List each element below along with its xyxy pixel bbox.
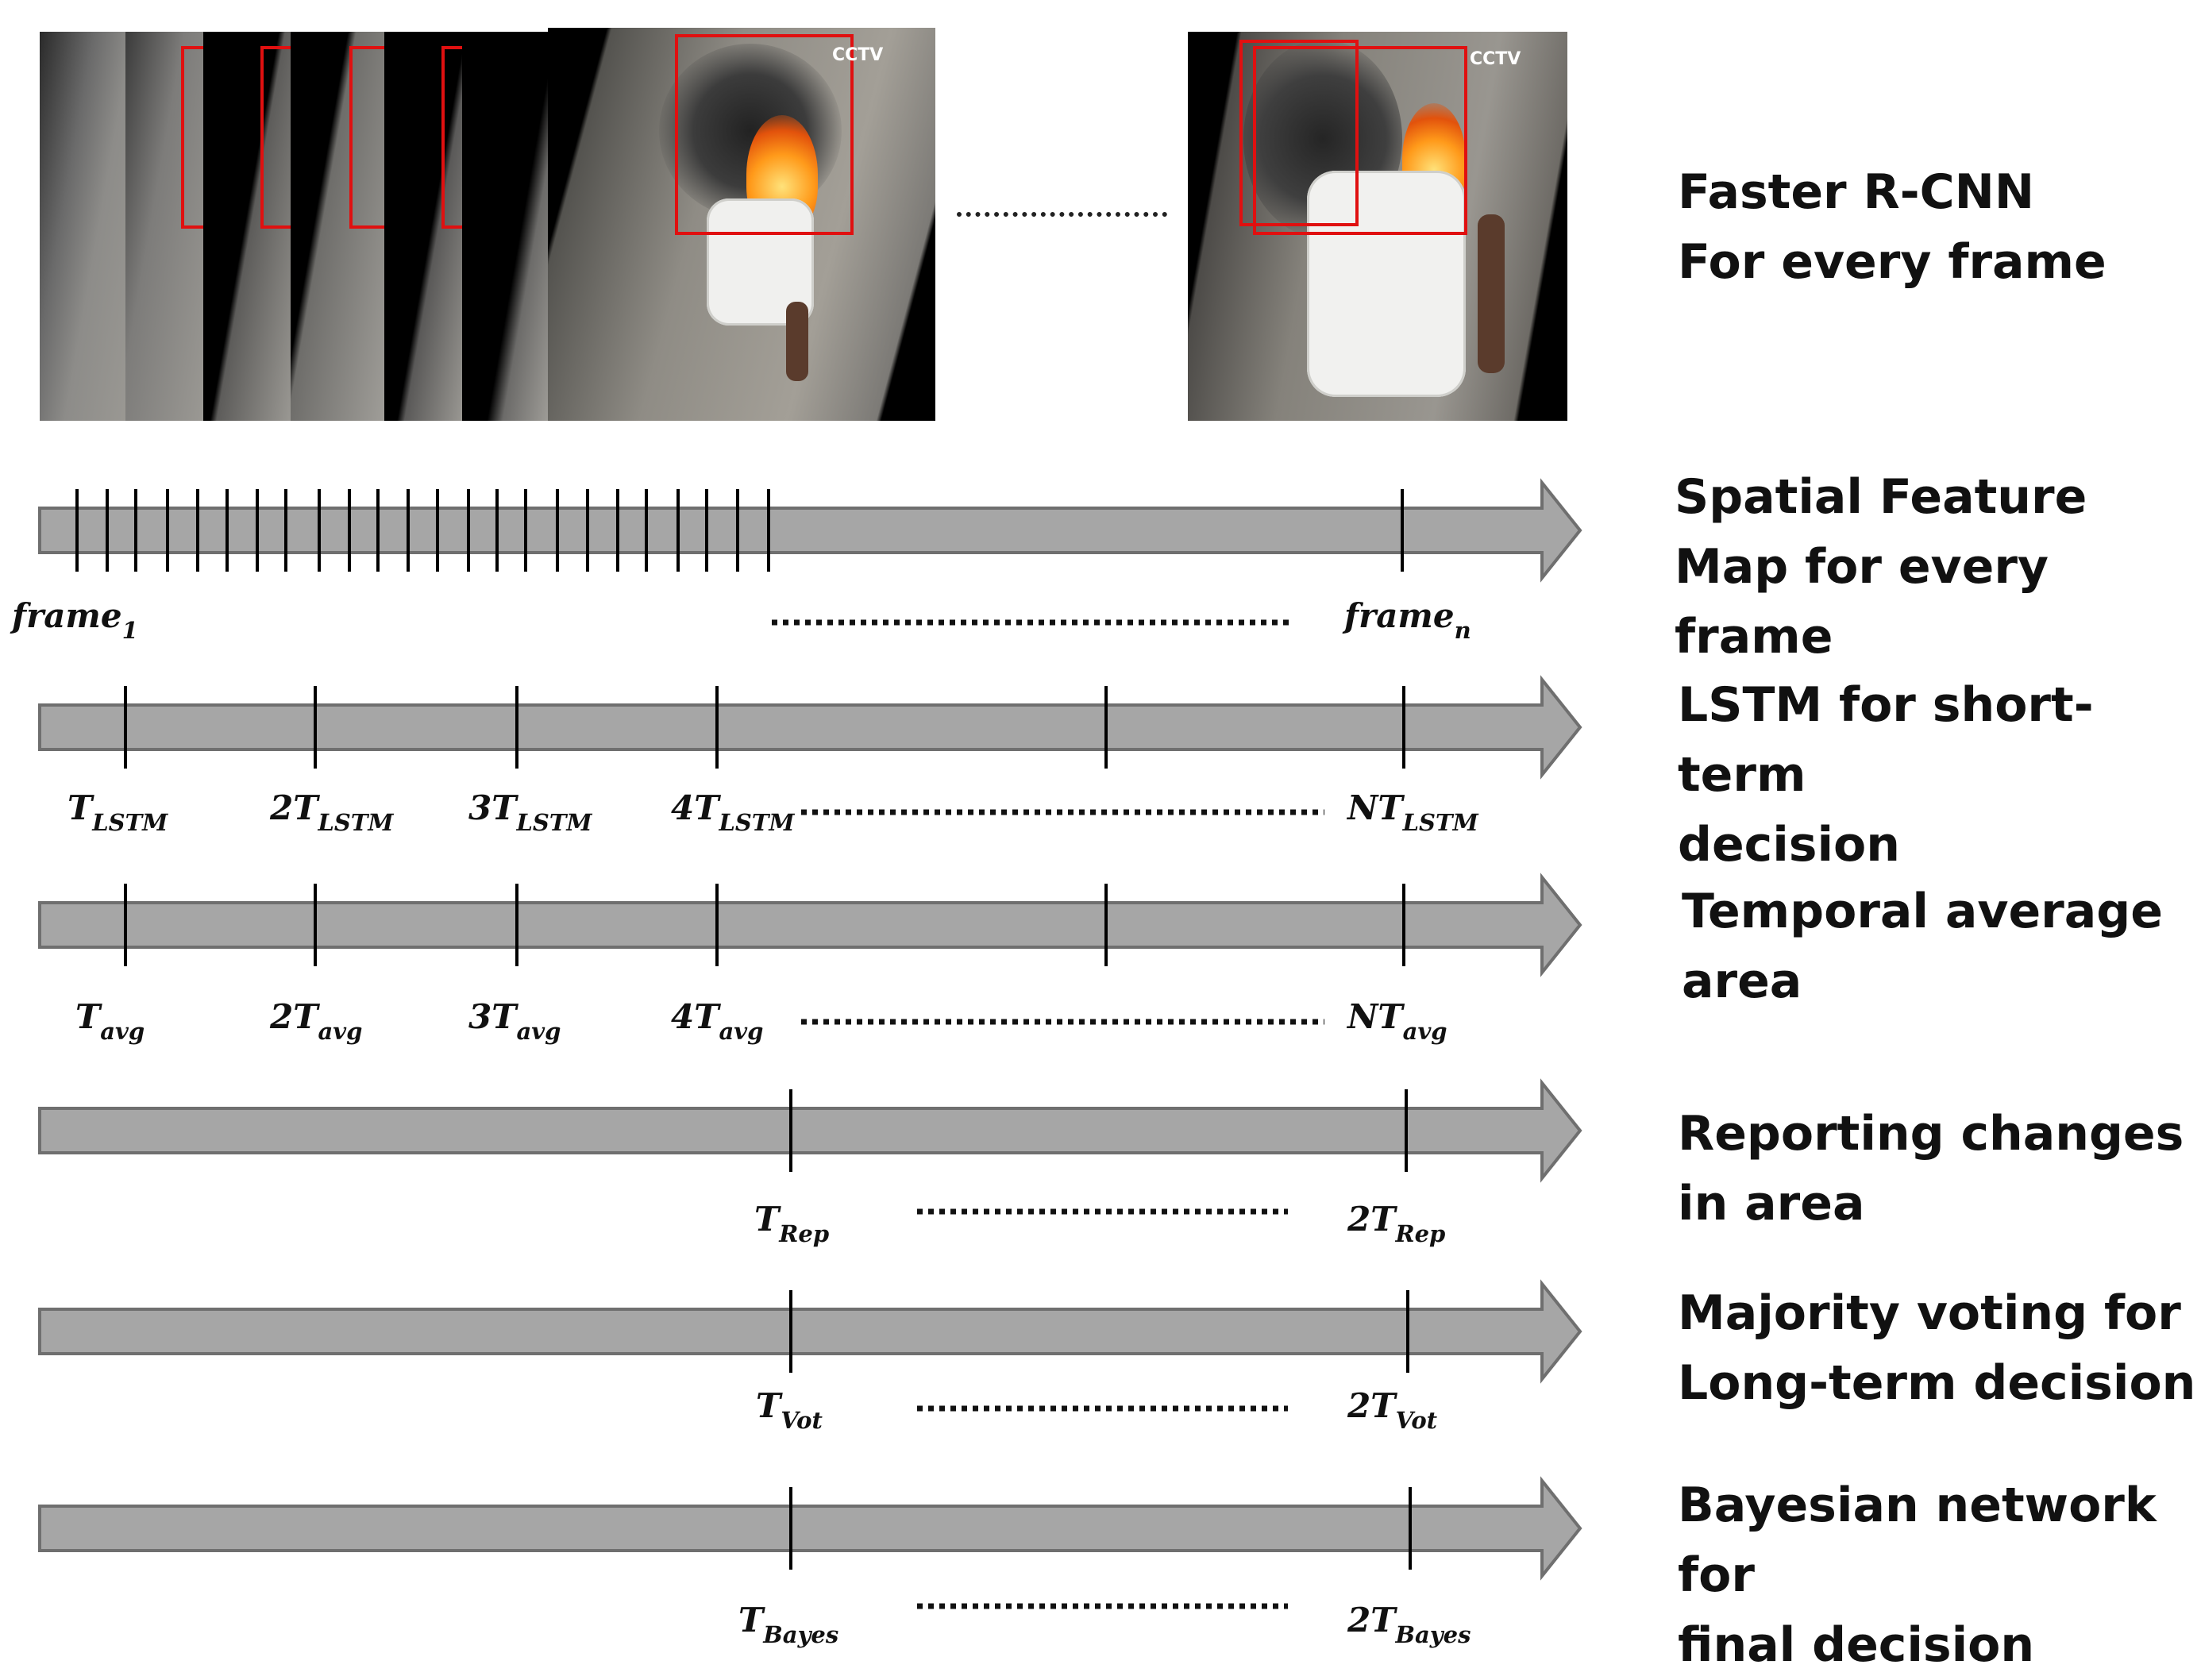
tick-label-main: NT [1346, 788, 1405, 827]
step-label-faster-rcnn: Faster R-CNN For every frame [1678, 164, 2107, 290]
tick-label: 2Tavg [269, 997, 362, 1045]
tick-label-main: T [756, 1386, 783, 1425]
detection-box [441, 46, 464, 229]
person [1478, 214, 1505, 373]
tick-label-subscript: Rep [778, 1220, 829, 1247]
detection-box [1253, 46, 1467, 235]
tick-label: NTavg [1346, 997, 1447, 1045]
tick-label: TLSTM [67, 788, 168, 836]
tick-label-main: 2T [1347, 1601, 1397, 1640]
video-frame-strip: CCTV CCTV [0, 0, 2201, 429]
tick-label-subscript: avg [100, 1018, 145, 1045]
tick-label-subscript: LSTM [317, 809, 394, 836]
tick-label: 2TRep [1347, 1200, 1445, 1247]
tick-label-main: frame [10, 596, 122, 635]
video-frame-fire: CCTV [548, 28, 935, 421]
step-label-bayesian: Bayesian network for final decision [1678, 1478, 2157, 1673]
frame-ellipsis [957, 212, 1167, 217]
tick-label: 4Tavg [671, 997, 763, 1045]
step-label-spatial-feature: Spatial Feature Map for every frame [1675, 469, 2087, 665]
detection-box [349, 46, 386, 229]
tick-label-main: 3T [468, 997, 518, 1036]
video-frame [291, 32, 386, 421]
person [786, 302, 808, 381]
tick-label: 2TBayes [1347, 1601, 1471, 1648]
tick-label-main: 2T [269, 997, 320, 1036]
cctv-logo: CCTV [1470, 49, 1521, 69]
timeline-arrow [38, 478, 1582, 583]
tick-label-main: T [67, 788, 94, 827]
detection-box [181, 46, 205, 229]
detection-box [675, 34, 854, 235]
tick-label-subscript: LSTM [91, 809, 168, 836]
tick-label-subscript: avg [1403, 1018, 1447, 1045]
detection-box [1239, 40, 1359, 226]
tick-label-subscript: LSTM [515, 809, 592, 836]
tick-label-main: NT [1346, 997, 1405, 1036]
video-frame [462, 32, 549, 421]
tick-label-main: frame [1342, 596, 1455, 635]
tick-label: TVot [756, 1386, 823, 1434]
tick-label-subscript: LSTM [718, 809, 795, 836]
tick-label-main: 2T [1347, 1386, 1397, 1425]
step-label-lstm: LSTM for short-term decision [1678, 677, 2094, 873]
tick-label-subscript: Vot [1395, 1407, 1437, 1434]
tick-label: TRep [754, 1200, 829, 1247]
car [1307, 171, 1466, 397]
timeline-arrow [38, 675, 1582, 780]
video-frame [203, 32, 292, 421]
timeline-arrow [38, 1476, 1582, 1581]
tick-label: NTLSTM [1346, 788, 1479, 836]
tick-label: 2TVot [1347, 1386, 1438, 1434]
timeline-arrow [38, 873, 1582, 977]
tick-label-subscript: Vot [781, 1407, 823, 1434]
tick-label-main: T [75, 997, 102, 1036]
tick-label-main: 4T [671, 788, 721, 827]
timeline-arrow [38, 1078, 1582, 1183]
tick-label: framen [1342, 596, 1471, 644]
video-frame-last: CCTV [1188, 32, 1567, 421]
tick-label: Tavg [75, 997, 145, 1045]
tick-label: 3Tavg [468, 997, 561, 1045]
cctv-logo: CCTV [832, 45, 884, 65]
tick-label-subscript: avg [719, 1018, 763, 1045]
tick-label-main: 3T [468, 788, 518, 827]
tick-label-subscript: Bayes [1394, 1621, 1471, 1648]
tick-label: TBayes [738, 1601, 838, 1648]
step-label-temporal-average: Temporal average area [1682, 884, 2163, 1009]
tick-label-subscript: LSTM [1402, 809, 1479, 836]
tick-label-main: 4T [671, 997, 721, 1036]
video-frame [40, 32, 127, 421]
tick-label: frame1 [10, 596, 138, 644]
step-label-reporting: Reporting changes in area [1678, 1106, 2184, 1231]
timeline-arrow [38, 1279, 1582, 1384]
step-label-majority-voting: Majority voting for Long-term decision [1678, 1285, 2196, 1411]
tick-label-subscript: avg [318, 1018, 362, 1045]
tick-label: 2TLSTM [269, 788, 394, 836]
tick-label-subscript: Rep [1394, 1220, 1445, 1247]
detection-box [260, 46, 292, 229]
tick-label-subscript: Bayes [762, 1621, 838, 1648]
tick-label-subscript: n [1455, 617, 1471, 644]
tick-label: 3TLSTM [468, 788, 592, 836]
video-frame [384, 32, 464, 421]
tick-label-main: T [738, 1601, 765, 1640]
tick-label-main: T [754, 1200, 781, 1239]
tick-label-main: 2T [269, 788, 320, 827]
tick-label-subscript: avg [516, 1018, 561, 1045]
tick-label: 4TLSTM [671, 788, 795, 836]
tick-label-main: 2T [1347, 1200, 1397, 1239]
tick-label-subscript: 1 [122, 617, 138, 644]
video-frame [125, 32, 205, 421]
